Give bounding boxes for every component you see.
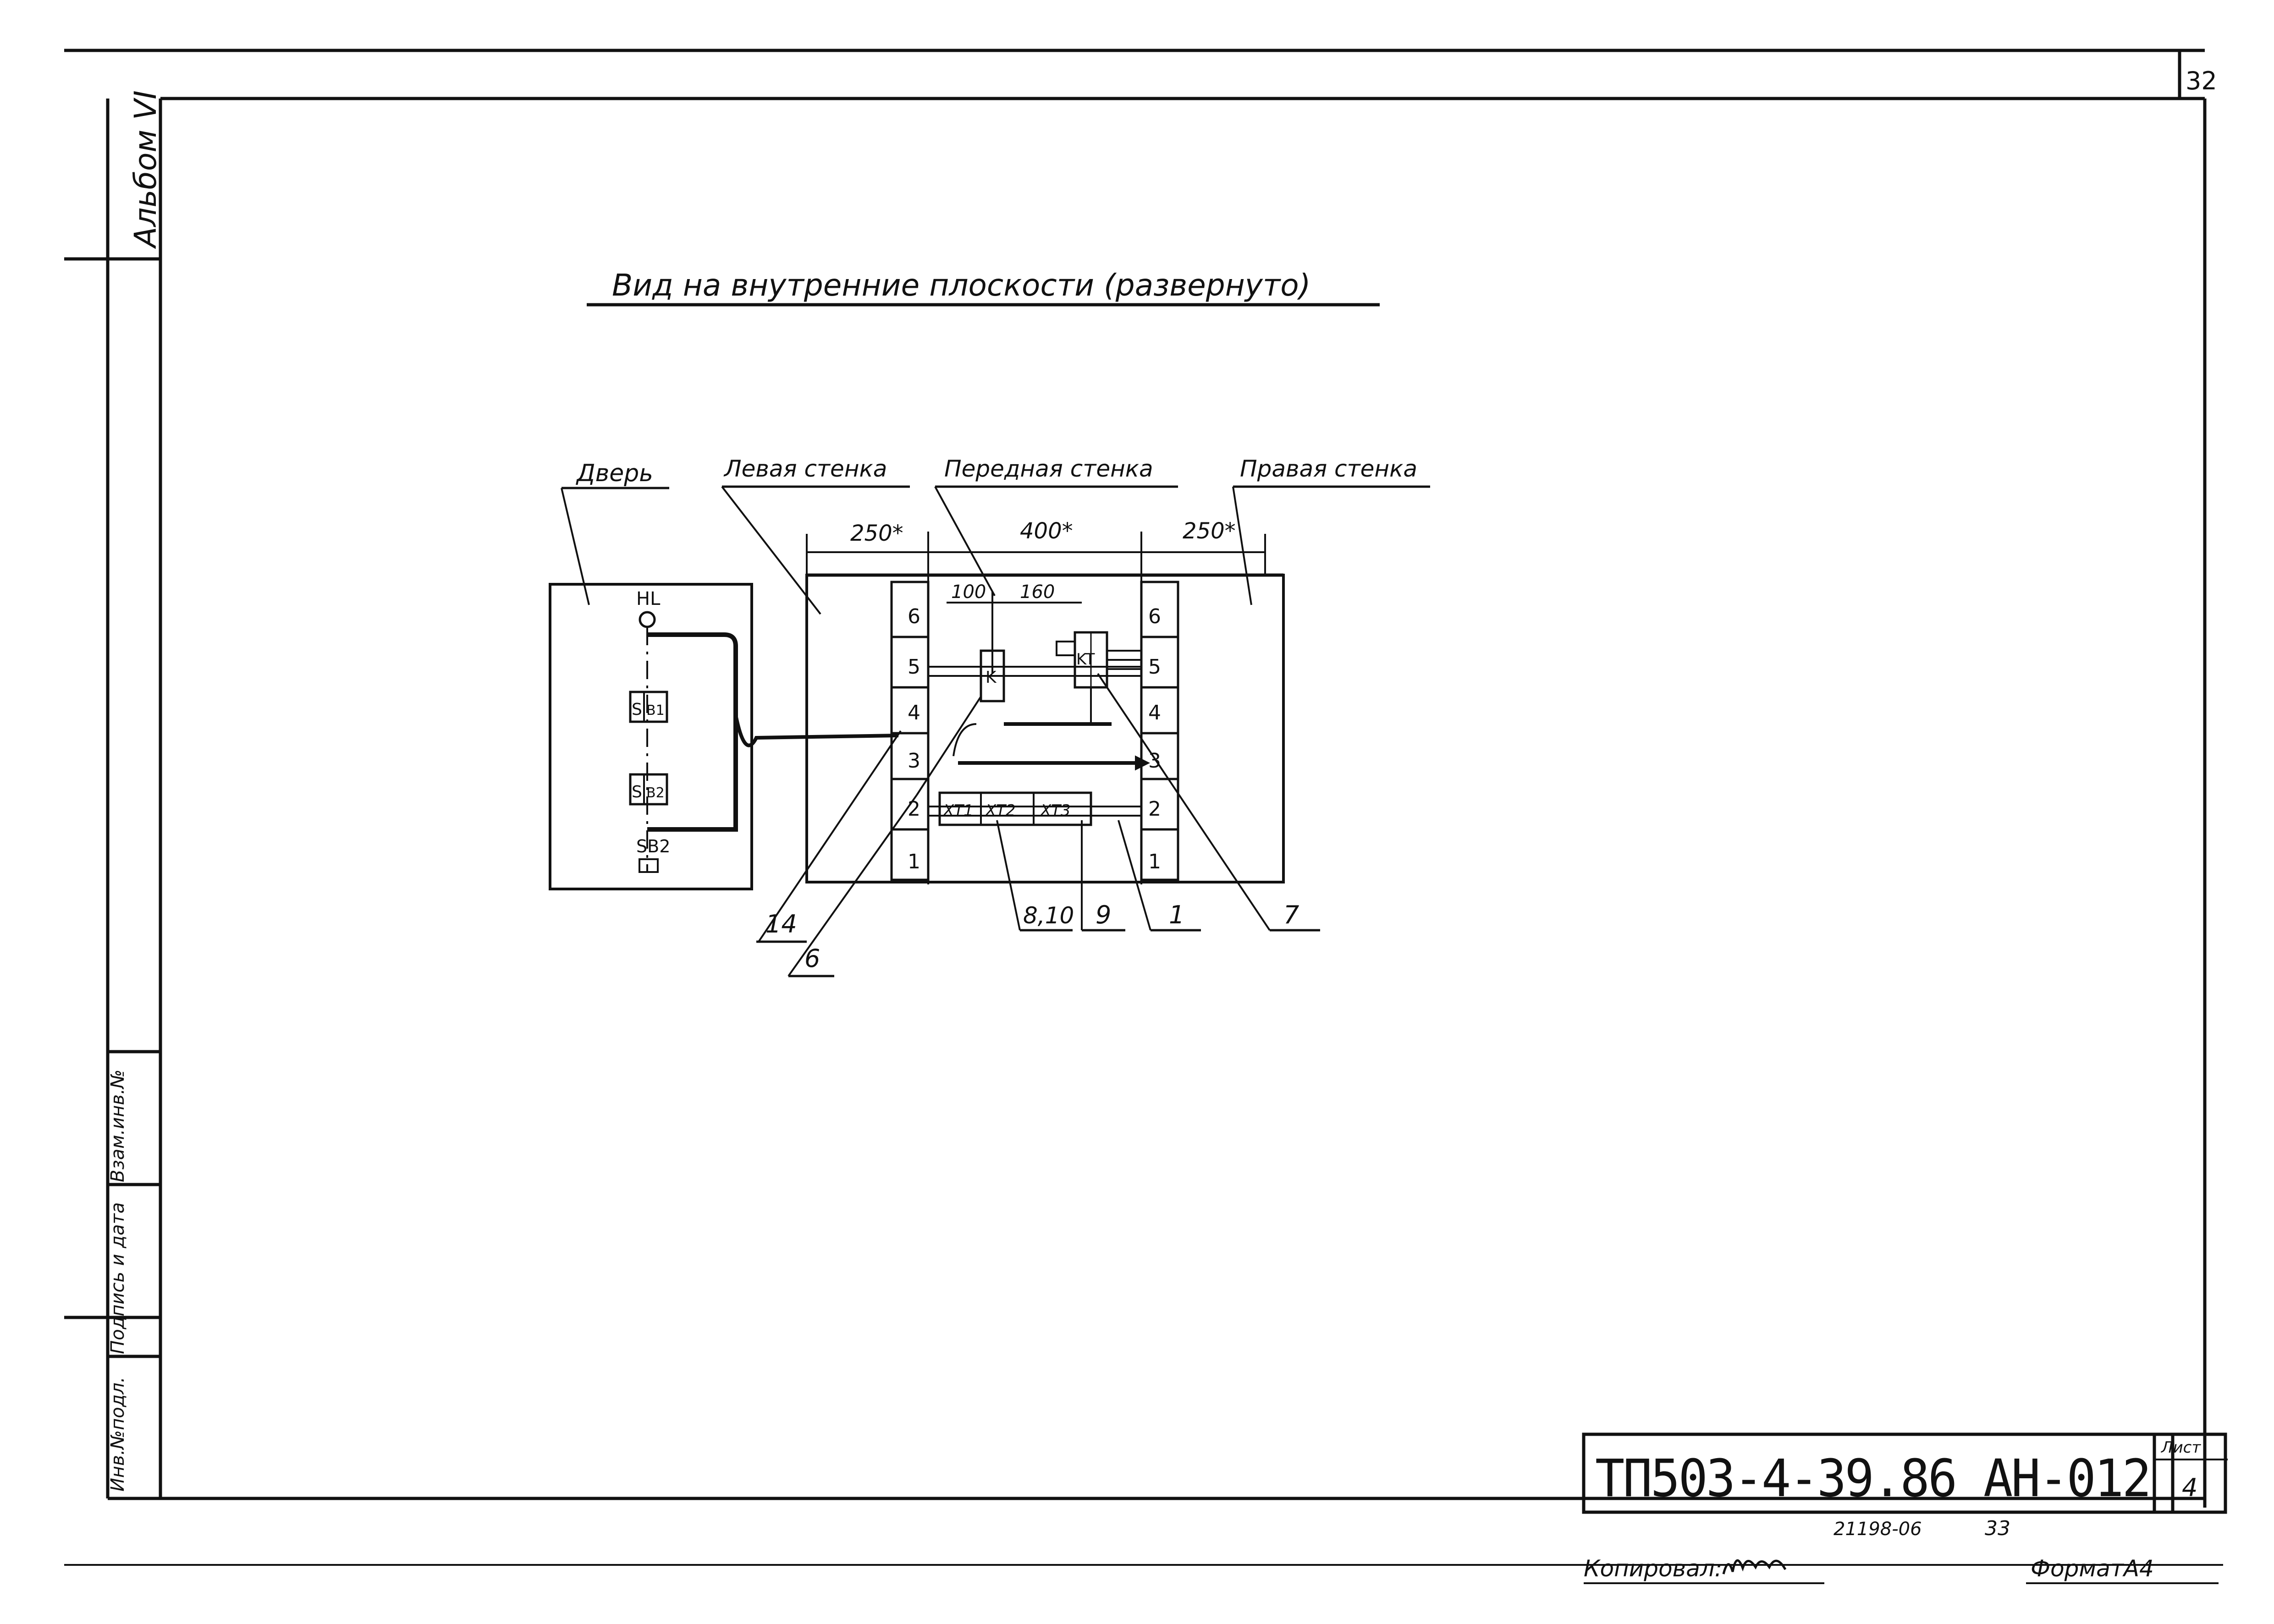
left-mark-6: 6	[908, 605, 920, 628]
xt1-label: XT1	[942, 801, 974, 820]
relay-k: K	[980, 649, 1005, 702]
wire-bundles	[953, 687, 1150, 771]
left-mark-4: 4	[908, 701, 920, 724]
right-rail-scale	[1140, 581, 1179, 881]
callout-7: 7	[1283, 900, 1299, 929]
stamp-replaced-inv: Взам.инв.№	[107, 1070, 128, 1182]
xt2-label: XT2	[985, 801, 1016, 820]
right-mark-1: 1	[1148, 850, 1161, 873]
right-mark-2: 2	[1148, 797, 1161, 821]
document-number: ТП503-4-39.86 АН-012	[1595, 1449, 2150, 1509]
enclosure-outline	[805, 574, 1285, 883]
xt3-label: XT3	[1040, 801, 1071, 820]
callout-9: 9	[1096, 900, 1111, 929]
sheet-corner-number: 32	[2186, 66, 2217, 95]
sb2a-b-label: B2	[646, 785, 665, 801]
callout-14: 14	[765, 910, 797, 938]
order-page: 33	[1985, 1517, 2010, 1540]
front-wall-label: Передная стенка	[944, 455, 1153, 482]
sb1-box: S B1	[629, 691, 668, 723]
left-mark-5: 5	[908, 655, 920, 679]
sb2a-s-label: S	[632, 783, 642, 801]
dim-left: 250*	[850, 521, 903, 546]
right-mark-4: 4	[1148, 701, 1161, 724]
left-mark-3: 3	[908, 749, 920, 773]
door-cable	[647, 632, 738, 832]
callout-1: 1	[1169, 900, 1184, 929]
sheet-label: Лист	[2160, 1438, 2201, 1457]
dim-front: 400*	[1020, 518, 1073, 544]
sb1-b-label: B1	[646, 702, 665, 719]
sb2-box: S B2	[629, 773, 668, 806]
album-label: Альбом VI	[128, 90, 163, 249]
dim-inner-a: 100	[951, 582, 986, 603]
relay-k-label: K	[986, 668, 997, 687]
inner-dimension	[947, 591, 1082, 674]
copier-signature	[1722, 1559, 1787, 1575]
terminal-block: XT1 XT2 XT3	[938, 791, 1092, 826]
sheet-number: 4	[2182, 1473, 2197, 1502]
door-label: Дверь	[576, 460, 653, 487]
dim-right: 250*	[1183, 518, 1236, 544]
title-block	[1582, 1432, 2228, 1514]
callout-leaders	[758, 673, 1271, 977]
right-mark-6: 6	[1148, 605, 1161, 628]
left-rail-scale	[890, 581, 930, 881]
relay-kt: KT	[1056, 631, 1141, 689]
relay-kt-label: KT	[1076, 650, 1095, 669]
dim-inner-b: 160	[1020, 582, 1055, 603]
sb2-button-icon	[639, 858, 659, 873]
door-panel	[549, 583, 753, 890]
stamp-original-inv: Инв.№подл.	[107, 1377, 128, 1492]
left-mark-2: 2	[908, 797, 920, 821]
right-wall-label: Правая стенка	[1240, 455, 1417, 482]
right-mark-5: 5	[1148, 655, 1161, 679]
sb2-bottom-label: SB2	[636, 836, 670, 856]
copied-label: Копировал:	[1584, 1555, 1723, 1582]
label-leaders	[561, 486, 1252, 615]
callout-6: 6	[804, 944, 820, 973]
format-label: ФорматА4	[2031, 1555, 2154, 1582]
drawing-title: Вид на внутренние плоскости (развернуто)	[612, 268, 1310, 303]
lamp-hl-icon	[639, 611, 656, 628]
sheet-frame	[64, 49, 2223, 1566]
sb1-s-label: S	[632, 700, 642, 719]
left-wall-label: Левая стенка	[723, 455, 887, 482]
order-number: 21198-06	[1834, 1519, 1922, 1540]
callout-8-10: 8,10	[1023, 902, 1074, 929]
door-hl-label: HL	[636, 588, 661, 609]
door-to-box-cable	[734, 714, 899, 747]
stamp-signature-date: Подпись и дата	[107, 1202, 128, 1354]
left-mark-1: 1	[908, 850, 920, 873]
